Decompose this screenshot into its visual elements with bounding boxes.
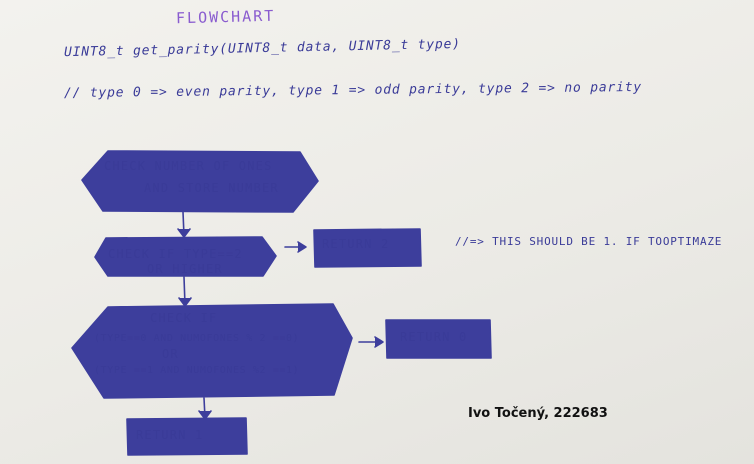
return2-label: RETURN 2: [322, 237, 390, 251]
check-parity-line2: (TYPE==0 AND NUMOFONES % 2 ==0): [94, 333, 300, 344]
check-type-line1: CHECK IF TYPE==2: [108, 247, 243, 261]
check-ones-line1: CHECK NUMBER OF ONES: [104, 159, 273, 173]
arrow-type-to-parity: [178, 276, 192, 307]
check-parity-shape: [71, 303, 353, 399]
check-parity-line1: CHECK IF: [150, 311, 218, 325]
return0-label: RETURN 0: [400, 330, 468, 344]
author-name: Ivo Točený, 222683: [468, 406, 608, 421]
return0-shape: [385, 319, 492, 359]
check-parity-line4: (TYPE ==1 AND NUMOFONES %2 ==1): [94, 365, 300, 376]
check-parity-line3: OR: [162, 347, 179, 361]
optimize-comment: //=> THIS SHOULD BE 1. IF TOOPTIMAZE: [455, 235, 723, 248]
return2-shape: [313, 228, 422, 268]
arrow-type-to-return2: [284, 241, 307, 253]
arrow-parity-to-return0: [358, 336, 384, 348]
arrow-parity-to-return1: [198, 397, 212, 420]
check-type-shape: [94, 236, 277, 277]
check-type-line2: OR HIGHER: [147, 262, 223, 276]
return1-label: RETURN 1: [136, 428, 204, 442]
check-ones-line2: AND STORE NUMBER: [144, 181, 279, 195]
return1-shape: [126, 417, 248, 456]
check-ones-shape: [81, 150, 319, 213]
arrow-ones-to-type: [177, 211, 191, 238]
